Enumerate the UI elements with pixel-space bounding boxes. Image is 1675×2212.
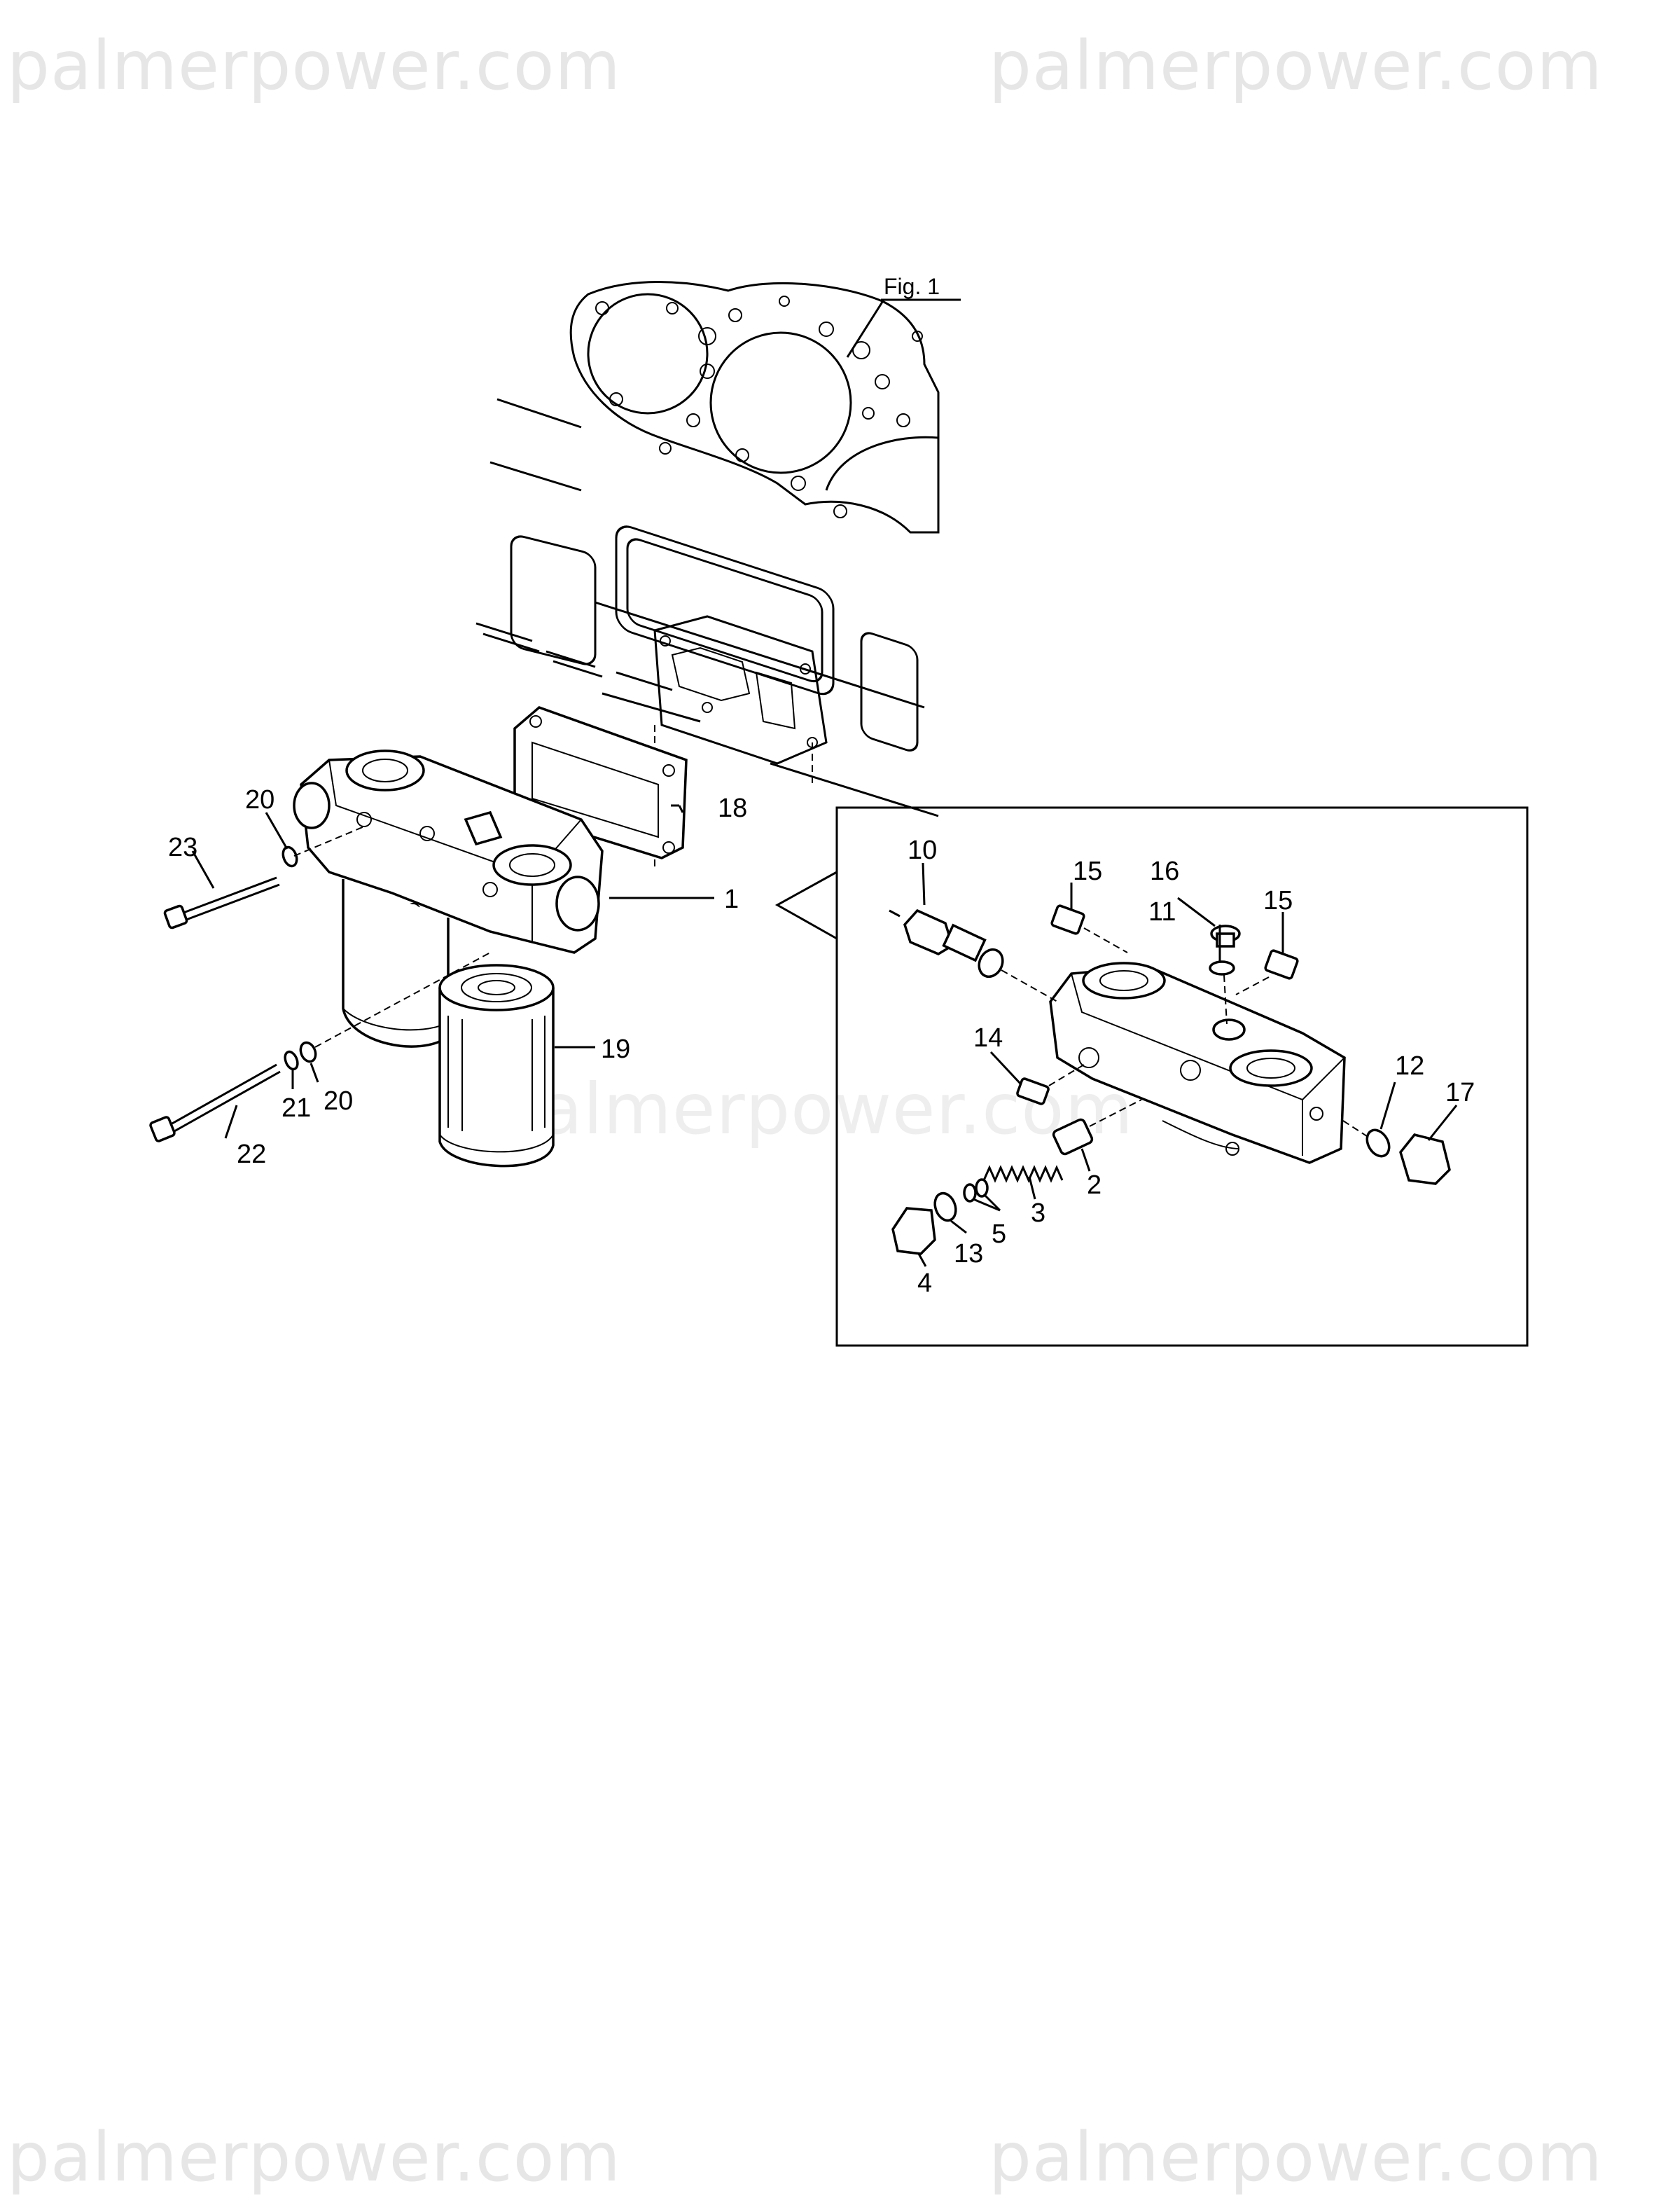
figure-reference-leader <box>846 299 885 358</box>
callout-18: 18 <box>718 794 747 823</box>
oil-filter-19 <box>438 964 555 1168</box>
shim-5 <box>963 1178 989 1203</box>
gasket-12 <box>1342 1120 1391 1158</box>
cylinder-head-gasket <box>569 281 940 534</box>
washer-20-lower <box>299 1041 317 1063</box>
bolt-23-axis <box>293 826 365 857</box>
callout-20-upper: 20 <box>245 785 274 815</box>
callout-16: 16 <box>1150 857 1179 886</box>
callout-11: 11 <box>1148 897 1176 927</box>
callout-20-lower: 20 <box>324 1086 353 1116</box>
filter-head-body-detail <box>1049 962 1346 1164</box>
washer-20-upper <box>282 845 298 868</box>
detail-inset-frame <box>835 806 1529 1347</box>
oil-filter-head-1 <box>293 749 604 954</box>
plug-17 <box>1399 1133 1451 1185</box>
watermark-top-left: palmerpower.com <box>7 27 621 105</box>
callout-3: 3 <box>1031 1198 1045 1228</box>
plug-4 <box>891 1207 936 1255</box>
callout-4: 4 <box>917 1269 932 1298</box>
callout-2: 2 <box>1087 1170 1101 1200</box>
washer-11 <box>1209 960 1235 1025</box>
callout-12: 12 <box>1395 1051 1424 1081</box>
washer-21 <box>284 1050 299 1071</box>
callout-leaders <box>191 804 1458 1267</box>
callout-17: 17 <box>1445 1078 1475 1107</box>
plug-16 <box>1210 925 1241 948</box>
oil-pressure-switch-10 <box>889 908 1058 1002</box>
callout-14: 14 <box>973 1023 1003 1053</box>
callout-10: 10 <box>908 836 937 865</box>
watermark-bottom-right: palmerpower.com <box>989 2118 1603 2197</box>
bolt-22 <box>149 1063 281 1142</box>
callout-15-left: 15 <box>1073 857 1102 886</box>
gasket-13 <box>933 1191 957 1222</box>
relief-valve-2 <box>1052 1099 1142 1156</box>
callout-19: 19 <box>601 1035 630 1064</box>
bolt-23 <box>163 876 280 929</box>
block-side-ports <box>475 398 939 817</box>
figure-reference-label: Fig. 1 <box>884 274 940 299</box>
callout-15-right: 15 <box>1263 886 1293 915</box>
callout-5: 5 <box>992 1219 1006 1249</box>
spring-3 <box>982 1165 1064 1183</box>
callout-13: 13 <box>954 1239 983 1269</box>
callout-22: 22 <box>237 1140 266 1169</box>
callout-1: 1 <box>724 885 739 914</box>
plug-15-right <box>1235 949 1299 995</box>
callout-21: 21 <box>282 1093 311 1123</box>
plug-15-left <box>1050 904 1128 953</box>
detail-inset-pointer <box>774 871 837 940</box>
watermark-bottom-left: palmerpower.com <box>7 2118 621 2197</box>
plug-14 <box>1016 1064 1085 1105</box>
callout-23: 23 <box>168 833 197 862</box>
watermark-top-right: palmerpower.com <box>989 27 1603 105</box>
